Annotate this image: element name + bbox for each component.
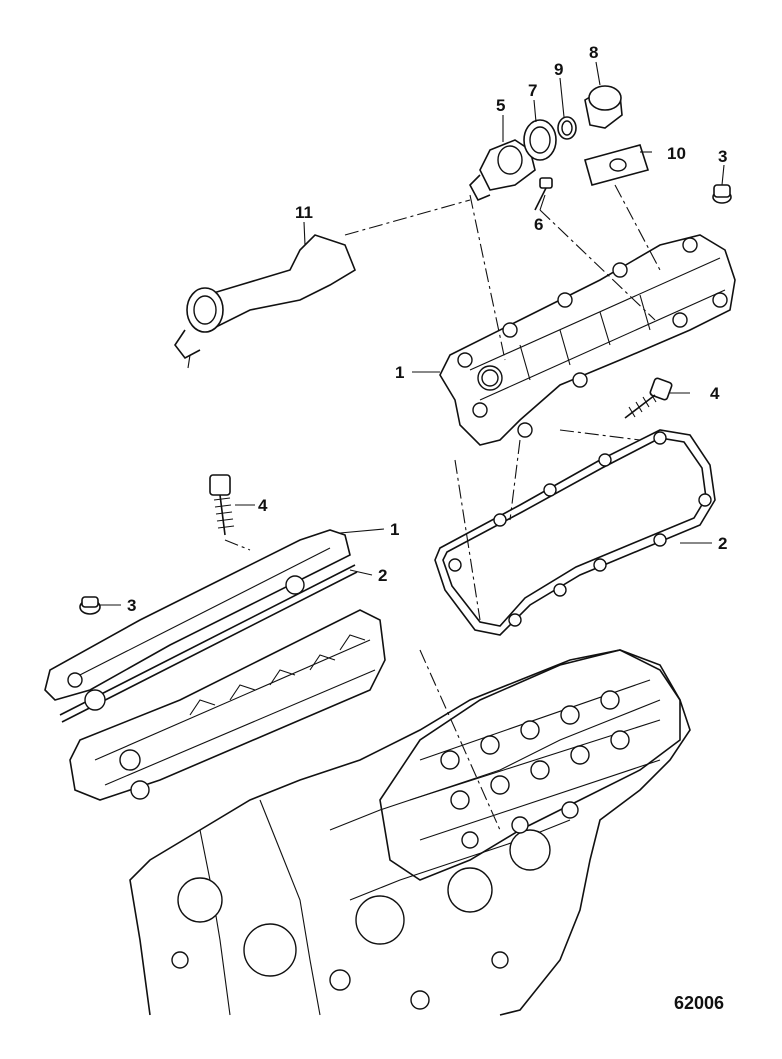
- oil-fill-o-ring: [557, 116, 577, 140]
- callout-3-upper: 3: [718, 147, 727, 166]
- oil-fill-neck: [469, 139, 536, 202]
- callout-9: 9: [554, 60, 563, 79]
- callout-11: 11: [295, 203, 313, 222]
- callout-8: 8: [589, 43, 598, 62]
- retaining-screw: [534, 177, 553, 211]
- callout-7: 7: [528, 81, 537, 100]
- callout-1-upper: 1: [395, 363, 404, 382]
- callout-1-lower: 1: [390, 520, 399, 539]
- callout-6: 6: [534, 215, 543, 234]
- right-cylinder-head: [379, 649, 681, 881]
- left-cylinder-head: [69, 609, 386, 801]
- callout-2-right: 2: [718, 534, 727, 553]
- callout-10: 10: [667, 144, 686, 163]
- leader-lines: [100, 61, 725, 606]
- callout-3-lower: 3: [127, 596, 136, 615]
- oil-fill-cap: [584, 85, 623, 129]
- alignment-lines: [224, 184, 661, 831]
- callout-4-left: 4: [258, 496, 268, 515]
- oil-fill-decal: [584, 144, 650, 186]
- breather-tube: [174, 234, 356, 369]
- oil-fill-seal: [523, 119, 557, 161]
- callout-5: 5: [496, 96, 505, 115]
- engine-block: [129, 649, 691, 1016]
- right-bolt: [624, 377, 673, 419]
- right-grommet: [712, 184, 732, 204]
- callout-labels: 11 5 7 9 8 10 6 3 1 4 2 4 1 2 3 62006: [127, 43, 727, 1013]
- right-valve-cover-gasket: [434, 429, 716, 636]
- left-valve-cover-gasket: [59, 564, 358, 723]
- figure-number: 62006: [674, 993, 724, 1013]
- left-grommet: [79, 596, 101, 615]
- callout-4-right: 4: [710, 384, 720, 403]
- left-bolt: [209, 474, 235, 536]
- right-valve-cover: [439, 234, 736, 446]
- left-valve-cover: [44, 529, 351, 701]
- callout-2-left: 2: [378, 566, 387, 585]
